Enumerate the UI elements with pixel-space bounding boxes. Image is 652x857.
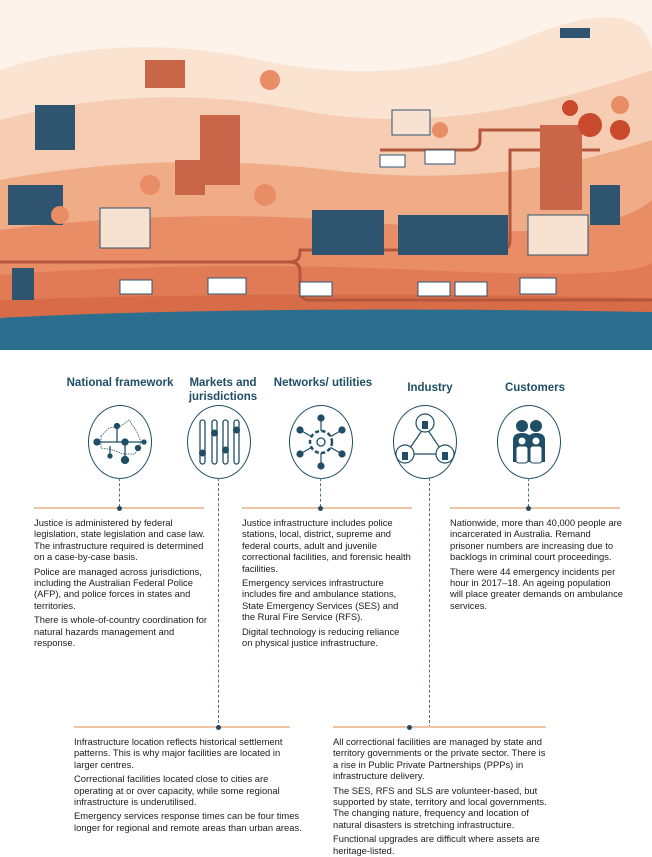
paragraph: Justice infrastructure includes police s… <box>242 517 411 574</box>
helicopter <box>560 28 590 38</box>
paragraph: Functional upgrades are difficult where … <box>333 833 540 856</box>
gear-network-icon <box>289 405 353 479</box>
paragraph: Correctional facilities located close to… <box>74 773 280 808</box>
family-icon <box>497 405 561 479</box>
markets-jurisdictions-text: Infrastructure location reflects histori… <box>74 736 302 836</box>
national-framework-text: Justice is administered by federal legis… <box>34 517 209 651</box>
paragraph: There were 44 emergency incidents per ho… <box>450 565 624 611</box>
trees <box>51 70 629 224</box>
connector-markets <box>218 478 219 728</box>
connector-networks <box>320 478 321 507</box>
rule-networks <box>242 507 412 509</box>
paragraph: Infrastructure location reflects histori… <box>74 736 283 770</box>
industry-text: All correctional facilities are managed … <box>333 736 551 857</box>
paragraph: Justice is administered by federal legis… <box>34 517 205 563</box>
paragraph: Emergency services response times can be… <box>74 810 302 833</box>
networks-utilities-text: Justice infrastructure includes police s… <box>242 517 412 651</box>
paragraph: Police are managed across jurisdictions,… <box>34 565 202 611</box>
bushfire <box>562 100 630 140</box>
paragraph: There is whole-of-country coordination f… <box>34 614 207 649</box>
paragraph: Digital technology is reducing reliance … <box>242 625 400 649</box>
rule-customers <box>450 507 620 509</box>
rule-dot <box>526 506 531 511</box>
australia-network-icon <box>88 405 152 479</box>
heading-markets-jurisdictions: Markets and jurisdictions <box>188 377 258 403</box>
heading-industry: Industry <box>407 382 453 394</box>
connector-industry <box>429 478 430 728</box>
rule-dot <box>407 725 412 730</box>
rule-dot <box>318 506 323 511</box>
heading-customers: Customers <box>504 382 566 394</box>
landscape-illustration <box>0 0 652 350</box>
paragraph: All correctional facilities are managed … <box>333 736 546 782</box>
customers-text: Nationwide, more than 40,000 people are … <box>450 517 625 614</box>
paragraph: Nationwide, more than 40,000 people are … <box>450 517 622 563</box>
connector-customers <box>528 478 529 507</box>
paragraph: The SES, RFS and SLS are volunteer-based… <box>333 784 547 830</box>
rule-dot <box>216 725 221 730</box>
river <box>0 309 652 350</box>
heading-national-framework: National framework <box>66 377 174 389</box>
rule-industry <box>333 726 546 728</box>
rule-dot <box>117 506 122 511</box>
buildings <box>8 60 620 300</box>
sliders-icon <box>187 405 251 479</box>
connector-national <box>119 478 120 507</box>
rule-markets <box>74 726 290 728</box>
people-groups-icon <box>393 405 457 479</box>
paragraph: Emergency services infrastructure includ… <box>242 577 399 623</box>
heading-networks-utilities: Networks/ utilities <box>273 377 373 389</box>
